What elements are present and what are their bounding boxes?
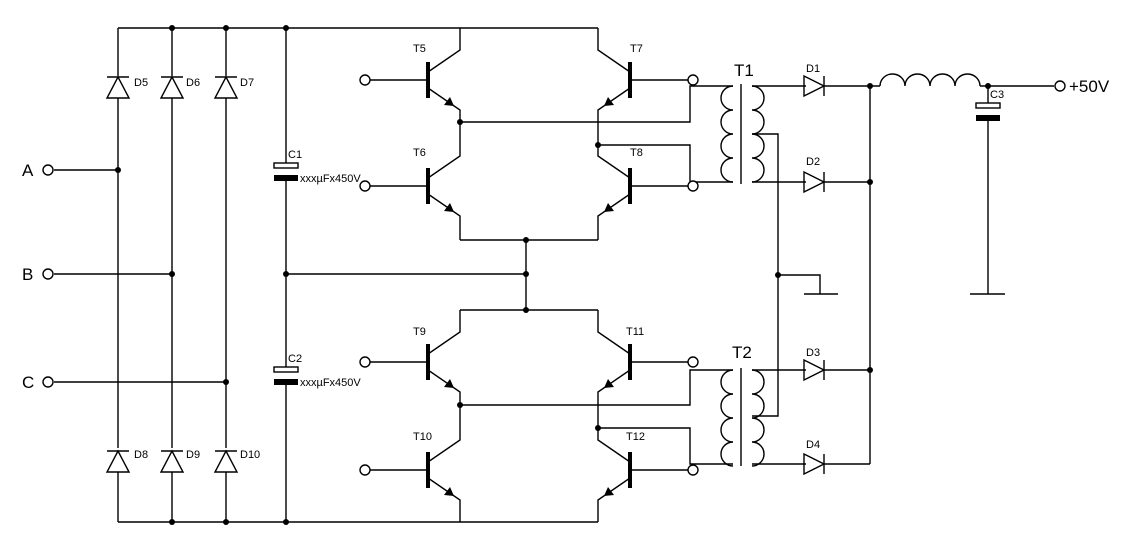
transformers: T1 T2: [716, 61, 838, 467]
c3-label: C3: [990, 89, 1004, 101]
d4-label: D4: [806, 439, 820, 451]
transistor-t9: [359, 310, 461, 405]
diode-d6: [159, 75, 185, 99]
t10-label: T10: [413, 431, 432, 443]
input-c-label: C: [22, 373, 34, 392]
t1-secondary: [751, 85, 765, 183]
d3-label: D3: [806, 347, 820, 359]
output-label: +50V: [1069, 77, 1110, 96]
t6-label: T6: [413, 147, 426, 159]
c2-label: C2: [288, 353, 302, 365]
output-inductor: [879, 73, 981, 87]
input-b-label: B: [22, 265, 33, 284]
diode-d2: [803, 170, 826, 194]
diode-d4: [803, 452, 826, 476]
diode-d3: [803, 358, 826, 382]
d6-label: D6: [186, 77, 200, 89]
d10-label: D10: [240, 449, 260, 461]
input-a-terminal: [42, 164, 54, 176]
diode-d9: [159, 449, 185, 473]
input-b-terminal: [42, 268, 54, 280]
rectifier: A B C D5 D6 D7 D8 D9 D10: [22, 25, 460, 525]
transistor-t12: [597, 428, 699, 522]
t2-primary: [720, 369, 734, 467]
c2-value: xxxµFx450V: [300, 377, 361, 389]
transistor-t11: [597, 310, 699, 428]
diode-d10: [213, 449, 239, 473]
t7-label: T7: [630, 43, 643, 55]
d7-label: D7: [240, 77, 254, 89]
diode-d5: [105, 75, 131, 99]
input-a-label: A: [22, 161, 34, 180]
transistor-t7: [597, 28, 699, 145]
t2-secondary: [751, 369, 765, 467]
t8-label: T8: [630, 147, 643, 159]
transistor-bridges: T5 T6 T7 T8 T9 T10 T11 T12: [359, 27, 716, 523]
d9-label: D9: [186, 449, 200, 461]
t5-label: T5: [413, 43, 426, 55]
capacitor-c2-plus: [273, 366, 299, 373]
diode-d7: [213, 75, 239, 99]
d5-label: D5: [134, 77, 148, 89]
transistor-t5: [359, 28, 461, 122]
transistor-t10: [359, 405, 461, 522]
t9-label: T9: [413, 326, 426, 338]
t11-label: T11: [626, 326, 644, 338]
output-terminal: [1054, 80, 1066, 92]
t1-primary: [720, 85, 734, 183]
t2-label: T2: [732, 343, 752, 362]
transistor-t6: [359, 122, 461, 240]
transistor-t8: [597, 145, 699, 240]
d1-label: D1: [806, 63, 820, 75]
capacitor-divider: C1 xxxµFx450V C2 xxxµFx450V: [273, 25, 526, 525]
input-c-terminal: [42, 376, 54, 388]
output-stage: +50V C3 D1 D2 D3 D4: [803, 63, 1110, 476]
capacitor-c3-plus: [975, 102, 1001, 109]
t1-label: T1: [734, 61, 754, 80]
c1-value: xxxµFx450V: [300, 173, 361, 185]
capacitor-c1-plus: [273, 162, 299, 169]
d8-label: D8: [134, 449, 148, 461]
diode-d1: [803, 74, 826, 98]
c1-label: C1: [288, 149, 302, 161]
t12-label: T12: [626, 431, 645, 443]
d2-label: D2: [806, 156, 820, 168]
diode-d8: [105, 449, 131, 473]
